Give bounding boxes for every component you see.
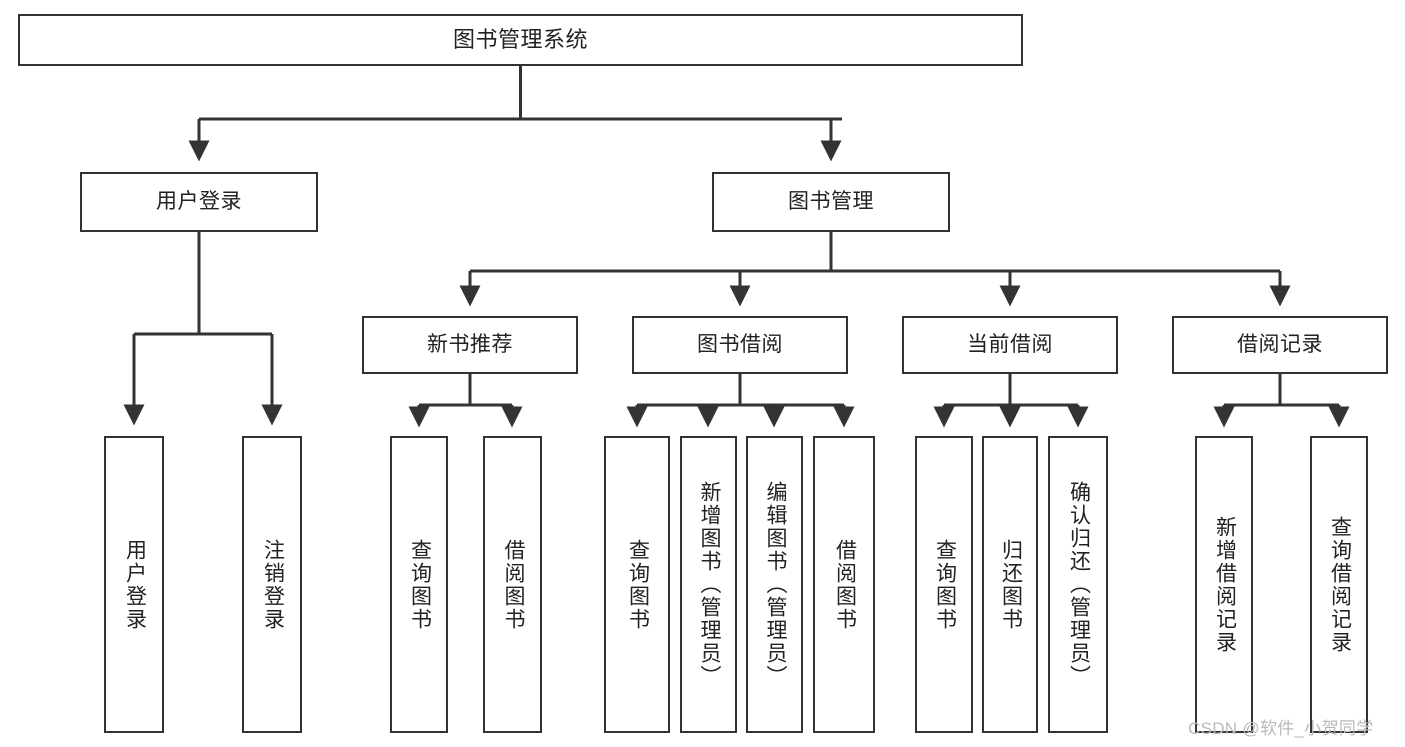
leaf-add-borrowing-record[interactable]: 新增借阅记录 <box>1195 436 1253 733</box>
leaf-add-book-admin[interactable]: 新增图书（管理员） <box>680 436 737 733</box>
node-label: 归还图书 <box>999 538 1023 631</box>
leaf-borrow-book[interactable]: 借阅图书 <box>813 436 875 733</box>
leaf-query-book-borrowing[interactable]: 查询图书 <box>604 436 670 733</box>
node-label: 新增借阅记录 <box>1213 515 1237 654</box>
leaf-query-book-recommendation[interactable]: 查询图书 <box>390 436 448 733</box>
node-label: 图书管理系统 <box>452 27 588 53</box>
node-label: 注销登录 <box>261 538 285 631</box>
node-book-management[interactable]: 图书管理 <box>712 172 950 232</box>
node-label: 查询图书 <box>626 538 650 631</box>
node-label: 当前借阅 <box>967 332 1053 356</box>
node-label: 用户登录 <box>123 538 147 631</box>
leaf-borrow-book-recommendation[interactable]: 借阅图书 <box>483 436 542 733</box>
node-label: 借阅记录 <box>1237 332 1323 356</box>
leaf-return-book[interactable]: 归还图书 <box>982 436 1038 733</box>
node-root-system[interactable]: 图书管理系统 <box>18 14 1023 66</box>
node-new-book-recommendation[interactable]: 新书推荐 <box>362 316 578 374</box>
leaf-logout[interactable]: 注销登录 <box>242 436 302 733</box>
node-label: 新增图书（管理员） <box>697 481 721 688</box>
node-label: 借阅图书 <box>833 538 857 631</box>
leaf-query-book-current[interactable]: 查询图书 <box>915 436 973 733</box>
node-user-login[interactable]: 用户登录 <box>80 172 318 232</box>
leaf-query-borrowing-record[interactable]: 查询借阅记录 <box>1310 436 1368 733</box>
node-label: 查询借阅记录 <box>1328 515 1352 654</box>
node-borrowing-record[interactable]: 借阅记录 <box>1172 316 1388 374</box>
node-label: 用户登录 <box>156 189 242 213</box>
node-label: 图书借阅 <box>697 332 783 356</box>
node-current-borrowing[interactable]: 当前借阅 <box>902 316 1118 374</box>
node-label: 编辑图书（管理员） <box>763 481 787 688</box>
node-book-borrowing[interactable]: 图书借阅 <box>632 316 848 374</box>
node-label: 借阅图书 <box>501 538 525 631</box>
node-label: 新书推荐 <box>427 332 513 356</box>
node-label: 图书管理 <box>788 189 874 213</box>
leaf-user-login[interactable]: 用户登录 <box>104 436 164 733</box>
leaf-edit-book-admin[interactable]: 编辑图书（管理员） <box>746 436 803 733</box>
node-label: 查询图书 <box>408 538 432 631</box>
node-label: 查询图书 <box>933 538 957 631</box>
leaf-confirm-return-admin[interactable]: 确认归还（管理员） <box>1048 436 1108 733</box>
node-label: 确认归还（管理员） <box>1067 481 1091 688</box>
